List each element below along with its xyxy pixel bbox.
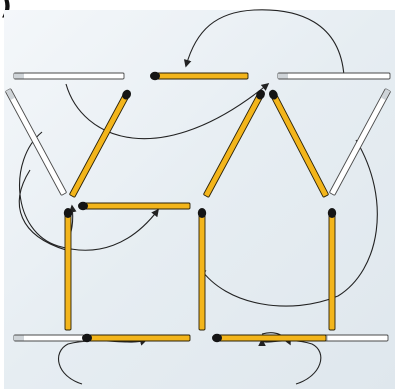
- match-room-top-body: [80, 203, 190, 209]
- match-room-left-body: [65, 210, 71, 330]
- match-bottom-left-body: [84, 335, 190, 341]
- match-bottom-left: [82, 334, 190, 342]
- match-bottom-right-head: [212, 334, 222, 342]
- match-white-bottom-right: [318, 335, 388, 341]
- match-room-top: [78, 202, 190, 210]
- match-white-top-right: [278, 73, 390, 79]
- match-bottom-left-head: [82, 334, 92, 342]
- match-roof-top-body: [152, 73, 248, 79]
- match-white-top-left-body: [14, 73, 124, 79]
- match-room-top-head: [78, 202, 88, 210]
- match-white-top-right-tip: [278, 74, 288, 79]
- match-white-bottom-left: [14, 335, 84, 341]
- match-room-right-head: [198, 208, 206, 218]
- match-white-top-left-tip: [14, 74, 24, 79]
- match-bottom-right-body: [214, 335, 326, 341]
- match-wall-right-head: [328, 208, 336, 218]
- match-room-right-body: [199, 210, 205, 330]
- match-room-left-head: [64, 208, 72, 218]
- match-roof-top: [150, 72, 248, 80]
- match-bottom-right: [212, 334, 326, 342]
- match-white-top-right-body: [278, 73, 390, 79]
- match-white-bottom-left-tip: [14, 336, 24, 341]
- match-wall-right: [328, 208, 336, 330]
- match-white-bottom-left-body: [14, 335, 84, 341]
- match-white-top-left: [14, 73, 124, 79]
- match-white-bottom-right-body: [318, 335, 388, 341]
- background-panel: [4, 10, 395, 389]
- match-room-right: [198, 208, 206, 330]
- match-roof-top-head: [150, 72, 160, 80]
- match-wall-right-body: [329, 210, 335, 330]
- match-room-left: [64, 208, 72, 330]
